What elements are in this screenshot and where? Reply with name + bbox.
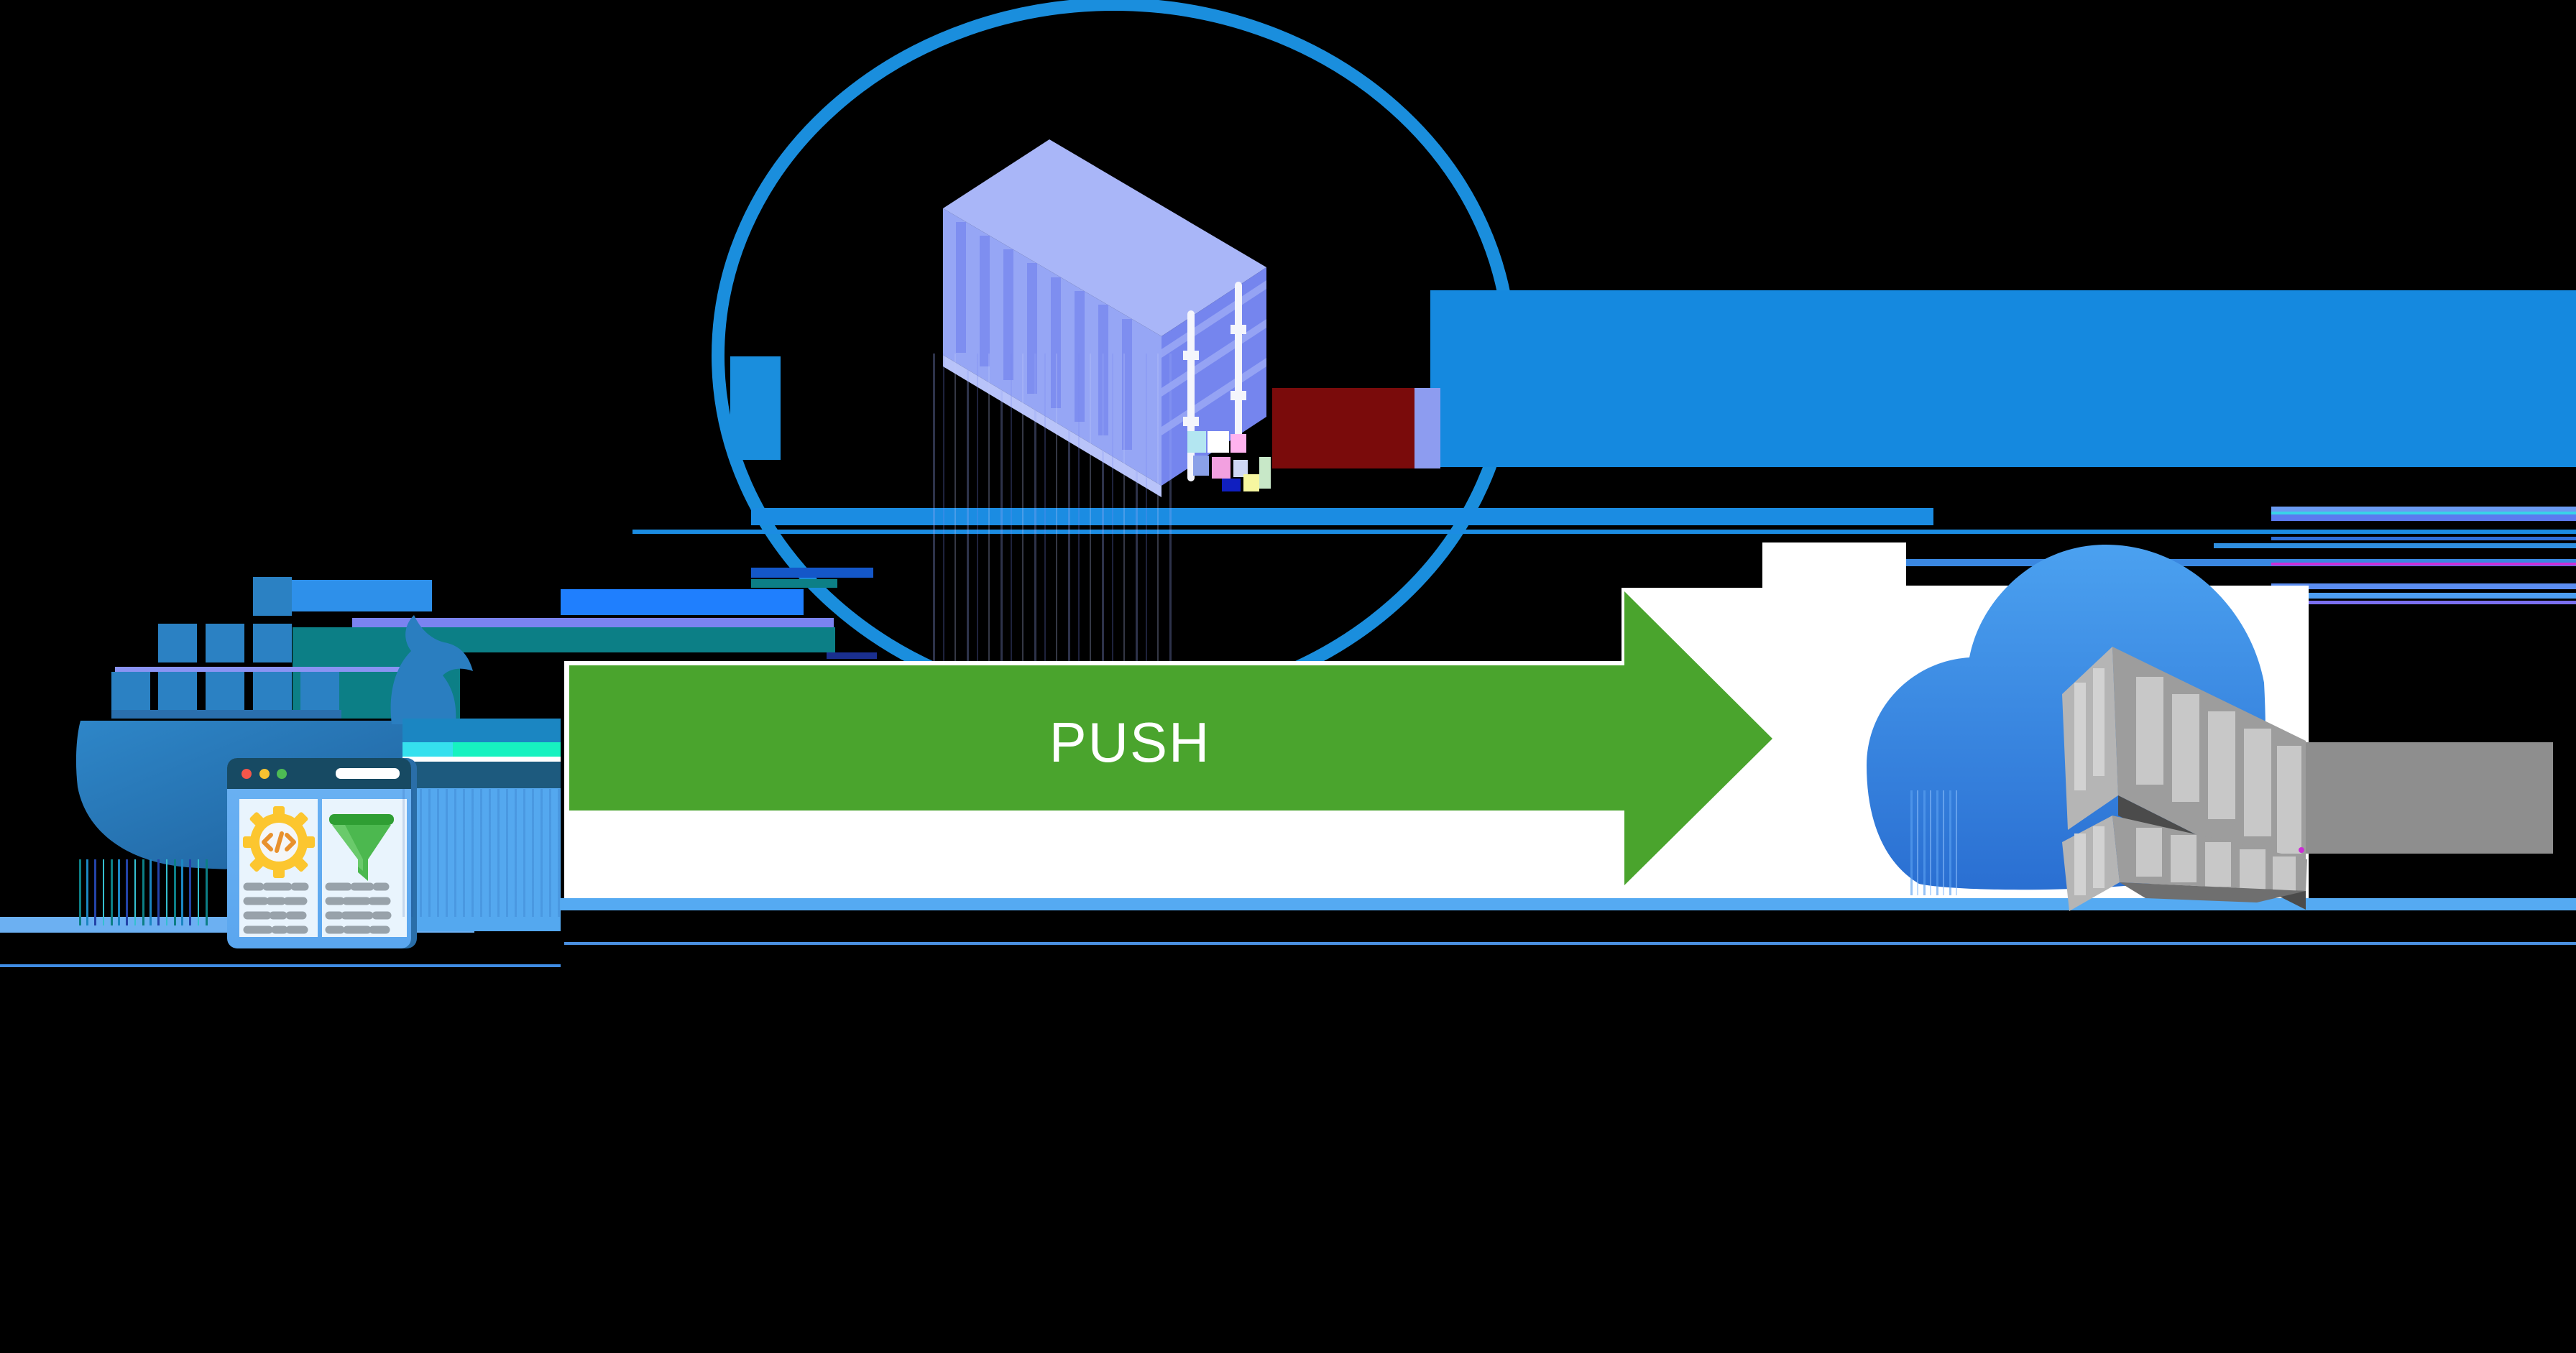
whale-tail — [390, 615, 473, 724]
glitch-gray-smear — [2306, 742, 2553, 854]
glitch-periwinkle-sliver — [1414, 388, 1440, 468]
glitch-blue-rect — [1430, 290, 2576, 467]
browser-code-window-icon — [227, 758, 417, 948]
container-image-icon — [943, 139, 1440, 497]
window-dot-red — [242, 769, 252, 779]
glitch-red-rect — [1272, 388, 1414, 468]
glitch-streaks-under-whale — [79, 859, 208, 925]
registry-container-upper — [2062, 647, 2306, 890]
magenta-pixel — [2299, 847, 2304, 853]
gear-code-icon — [243, 806, 315, 878]
panel-text-dashes — [243, 882, 402, 934]
glitch-streaks-under-container — [933, 354, 1177, 661]
glitch-streaks-smear — [402, 789, 562, 917]
whale-container-blocks — [111, 577, 339, 710]
registry-container-lower — [2062, 816, 2307, 911]
push-arrow — [569, 591, 1772, 885]
ring-glitch-bar — [730, 356, 781, 460]
glitch-smear-zone — [402, 742, 561, 931]
window-dot-yellow — [259, 769, 270, 779]
hull-smear — [402, 719, 561, 742]
window-address-pill — [336, 768, 400, 779]
window-dot-green — [277, 769, 287, 779]
glitch-streaks-near-cloud — [1910, 790, 1961, 895]
magenta-scanline — [2271, 563, 2576, 565]
glitch-block-smear — [291, 580, 432, 611]
filter-funnel-icon — [329, 814, 394, 881]
cloud-container-registry-icon — [1867, 545, 2553, 911]
pixel-noise — [1187, 431, 1271, 491]
container-under-shadow — [2120, 882, 2306, 902]
push-arrow-label: PUSH — [1049, 711, 1211, 774]
window-header — [227, 758, 411, 789]
